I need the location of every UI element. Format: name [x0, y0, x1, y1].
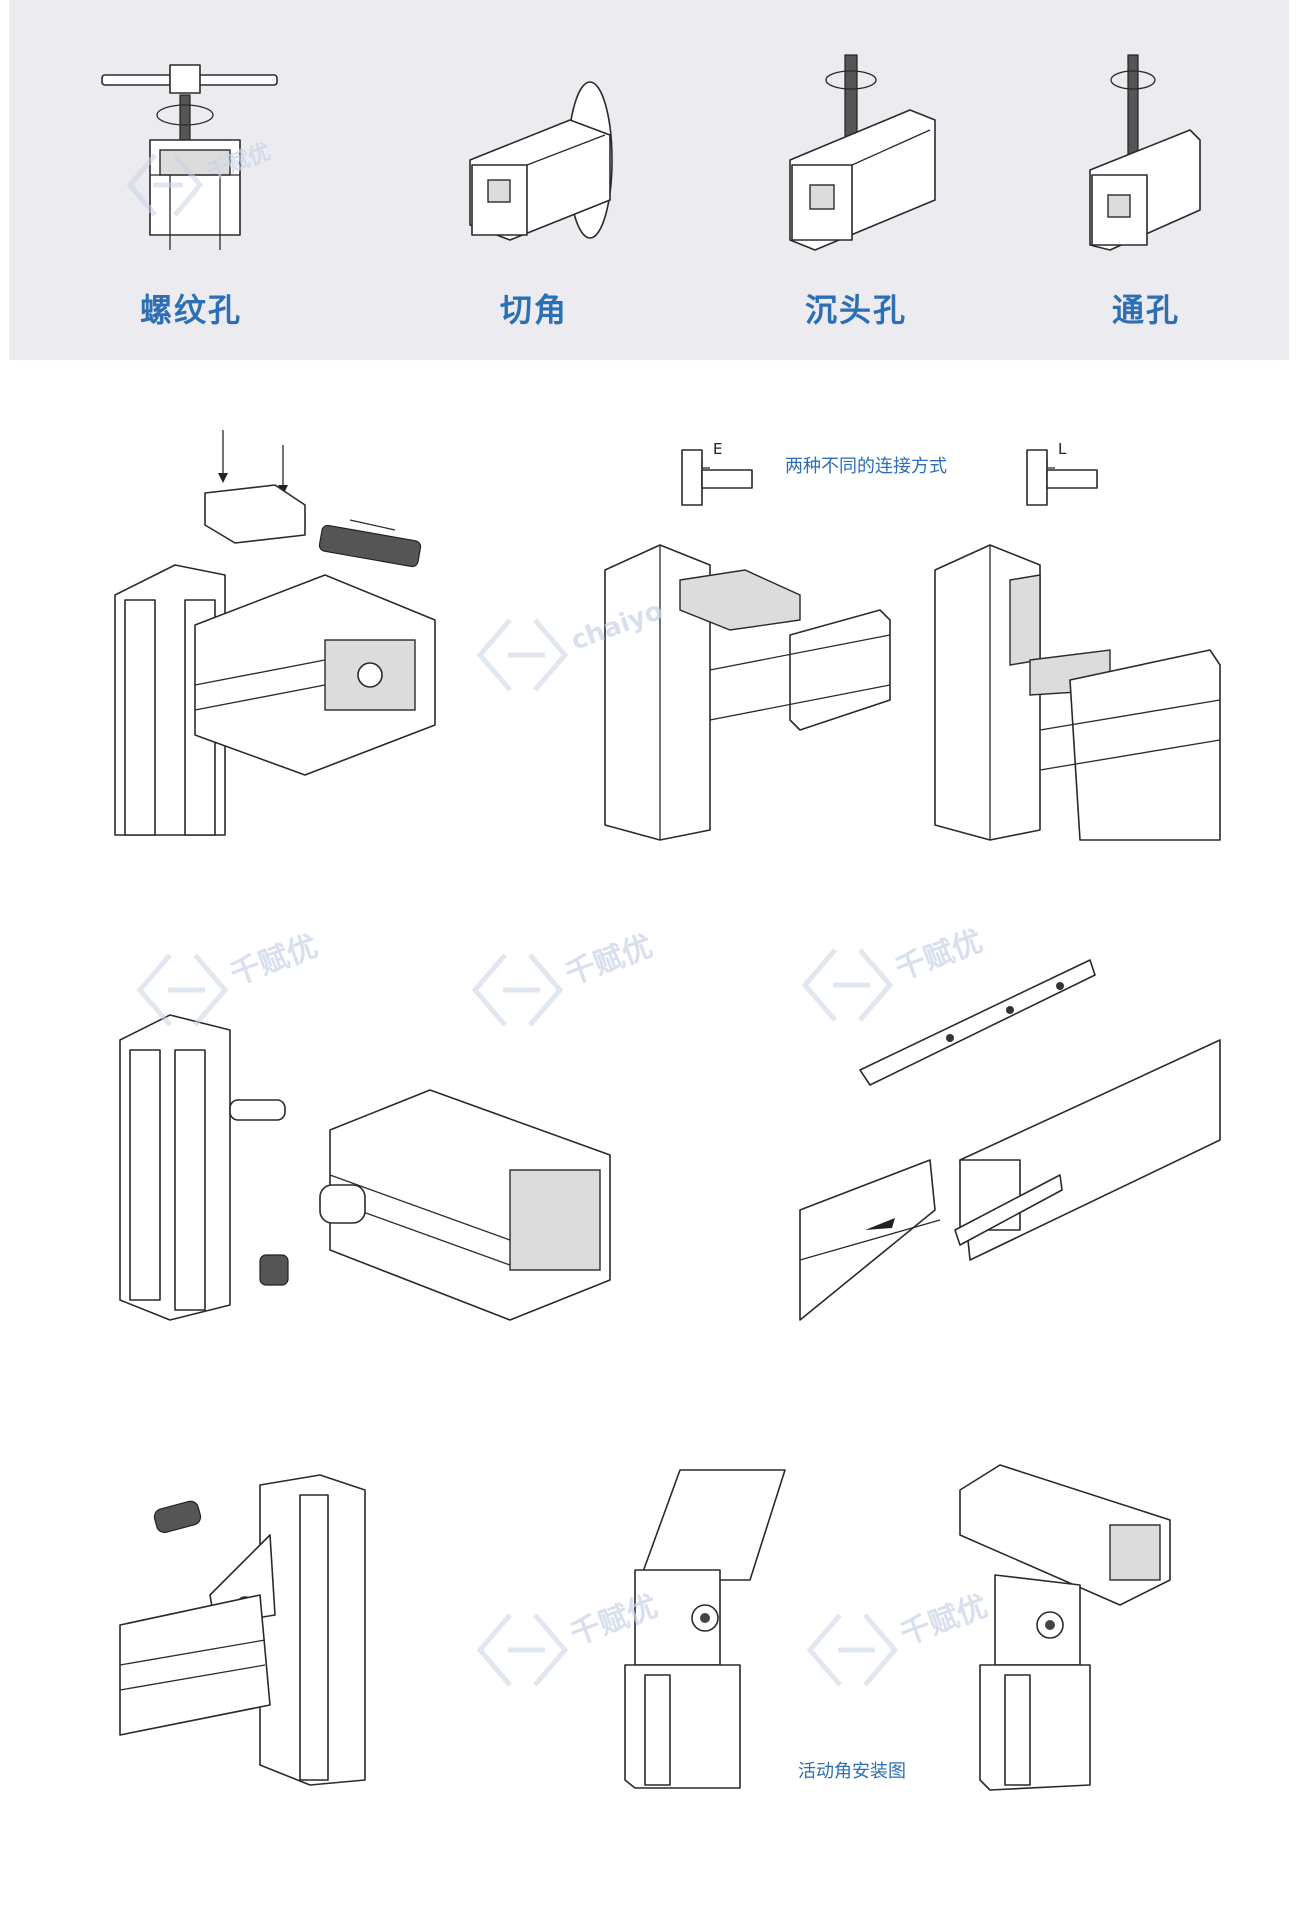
connection-types-caption: 两种不同的连接方式 [785, 456, 947, 477]
connection-type-l-symbol [1026, 449, 1098, 506]
corner-bracket-assembly-drawing [119, 1474, 366, 1786]
watermark-logo-icon: 千赋优 [801, 924, 988, 1022]
tapped-hole-label: 螺纹孔 [140, 291, 243, 329]
connection-mark-l: L [1058, 440, 1067, 458]
through-hole-label: 通孔 [1112, 291, 1181, 329]
saw-cutting-icon [469, 81, 613, 241]
eccentric-connector-assembly-drawing [119, 1014, 611, 1321]
countersink-drill-icon [789, 54, 936, 251]
svg-text:千赋优: 千赋优 [561, 929, 658, 993]
corner-cut-label: 切角 [500, 291, 569, 329]
svg-text:千赋优: 千赋优 [891, 924, 988, 988]
watermark-logo-icon: 千赋优 [126, 139, 274, 217]
watermark-logo-icon: 千赋优 [136, 929, 323, 1027]
hinge-joint-drawing-right [959, 1464, 1171, 1791]
strip-connector-assembly-drawing [799, 959, 1221, 1321]
countersink-hole-label: 沉头孔 [805, 291, 908, 329]
watermark-logo-icon: chaiyo [476, 596, 667, 692]
watermark-logo-icon: 千赋优 [471, 929, 658, 1027]
watermark-logo-icon: 千赋优 [476, 1589, 663, 1687]
svg-text:chaiyo: chaiyo [567, 596, 667, 657]
connection-type-e-symbol [681, 449, 753, 506]
svg-text:千赋优: 千赋优 [896, 1589, 993, 1653]
svg-text:千赋优: 千赋优 [226, 929, 323, 993]
through-hole-drill-icon [1089, 54, 1201, 251]
svg-text:千赋优: 千赋优 [566, 1589, 663, 1653]
watermark-logo-icon: 千赋优 [806, 1589, 993, 1687]
anchor-connector-assembly-drawing [114, 430, 436, 836]
hinge-joint-drawing-left [624, 1469, 786, 1789]
e-type-connection-drawing [604, 544, 891, 841]
hinge-installation-caption: 活动角安装图 [798, 1761, 906, 1782]
svg-text:千赋优: 千赋优 [203, 139, 274, 186]
connection-mark-e: E [713, 440, 723, 458]
l-type-connection-drawing [934, 544, 1221, 841]
